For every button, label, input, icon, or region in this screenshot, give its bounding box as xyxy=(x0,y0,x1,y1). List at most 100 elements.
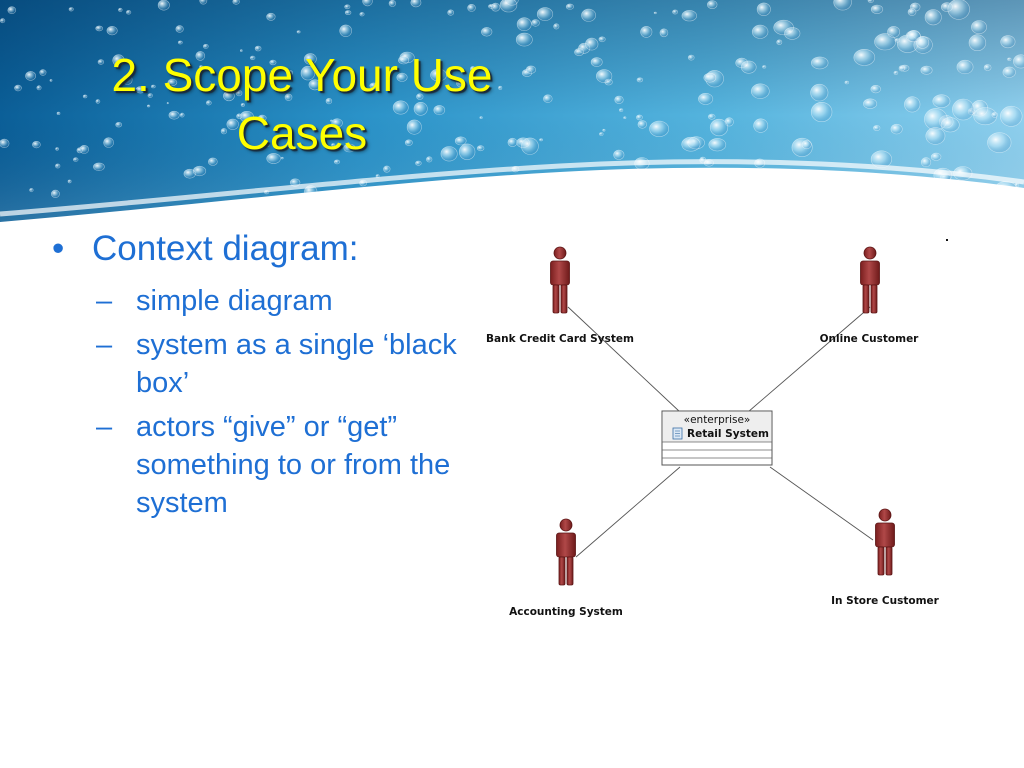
water-bubble xyxy=(581,8,596,22)
water-bubble xyxy=(203,44,209,49)
water-bubble xyxy=(833,0,852,11)
water-bubble xyxy=(499,0,518,13)
actor-label: Accounting System xyxy=(509,606,623,618)
water-bubble xyxy=(681,10,697,22)
water-bubble xyxy=(415,160,422,166)
water-bubble xyxy=(369,82,378,89)
water-bubble xyxy=(383,165,391,173)
water-bubble xyxy=(870,4,884,14)
water-bubble xyxy=(536,7,554,21)
water-bubble xyxy=(249,55,256,61)
actor-online-customer-icon xyxy=(860,246,880,314)
dash-icon: – xyxy=(96,329,113,361)
water-bubble xyxy=(55,147,59,151)
water-bubble xyxy=(49,79,53,82)
water-bubble xyxy=(521,137,539,155)
water-bubble xyxy=(1002,66,1016,78)
water-bubble xyxy=(147,93,153,98)
water-bubble xyxy=(810,56,829,70)
water-bubble xyxy=(810,102,833,123)
water-bubble xyxy=(331,143,336,147)
water-bubble xyxy=(539,138,544,142)
water-bubble xyxy=(870,84,881,94)
water-bubble xyxy=(76,147,83,154)
water-bubble xyxy=(433,105,446,116)
water-bubble xyxy=(907,29,921,43)
water-bubble xyxy=(147,104,151,108)
water-bubble xyxy=(1007,57,1012,61)
water-bubble xyxy=(208,157,218,166)
water-bubble xyxy=(598,36,606,43)
water-bubble xyxy=(784,27,801,40)
water-bubble xyxy=(51,189,60,198)
actor-instore-customer-icon xyxy=(875,508,895,576)
water-bubble xyxy=(118,7,123,12)
water-bubble xyxy=(681,136,701,152)
water-bubble xyxy=(95,99,101,104)
water-bubble xyxy=(844,80,849,85)
water-background-image xyxy=(0,0,1024,230)
water-bubble xyxy=(303,53,317,65)
water-bubble xyxy=(236,113,243,119)
water-bubble xyxy=(103,137,114,148)
water-bubble xyxy=(649,120,670,137)
water-bubble xyxy=(924,9,942,26)
water-bubble xyxy=(595,69,613,83)
water-bubble xyxy=(199,65,203,69)
water-bubble xyxy=(479,116,483,119)
water-bubble xyxy=(930,152,942,161)
water-bubble xyxy=(333,159,341,165)
water-bubble xyxy=(280,156,284,160)
water-bubble xyxy=(284,93,293,102)
water-bubble xyxy=(166,102,169,105)
system-name: Retail System xyxy=(687,428,769,440)
water-bubble xyxy=(687,54,695,61)
association-line xyxy=(567,306,681,413)
water-bubble xyxy=(703,72,717,83)
water-bubble xyxy=(706,0,718,9)
water-bubble xyxy=(25,71,36,81)
water-bubble xyxy=(29,188,34,193)
water-bubble xyxy=(398,56,410,65)
water-bubble xyxy=(956,59,974,75)
water-bubble xyxy=(1000,35,1016,49)
actor-accounting-icon xyxy=(556,518,576,586)
system-box: «enterprise» Retail System xyxy=(661,410,773,466)
water-bubble xyxy=(396,72,408,82)
water-bubble xyxy=(637,120,647,129)
water-bubble xyxy=(240,49,243,52)
water-bubble xyxy=(672,9,678,15)
water-bubble xyxy=(362,0,373,7)
water-bubble xyxy=(344,4,351,10)
water-bubble xyxy=(308,79,322,91)
water-bubble xyxy=(613,149,625,160)
water-bubble xyxy=(68,7,74,12)
water-bubble xyxy=(709,118,729,137)
water-bubble xyxy=(516,17,532,32)
water-bubble xyxy=(932,94,951,108)
water-bubble xyxy=(916,36,930,49)
water-bubble xyxy=(515,32,533,47)
subbullet-item: – actors “give” or “get” something to or… xyxy=(52,408,472,522)
water-bubble xyxy=(898,65,905,72)
water-bubble xyxy=(751,24,769,39)
water-bubble xyxy=(115,121,122,128)
water-bubble xyxy=(97,59,105,65)
actor-bank-icon xyxy=(550,246,570,314)
water-bubble xyxy=(585,37,599,51)
water-bubble xyxy=(95,25,103,32)
header-water-banner xyxy=(0,0,1024,230)
water-bubble xyxy=(175,25,184,33)
water-bubble xyxy=(590,57,603,67)
water-bubble xyxy=(456,78,465,88)
water-bubble xyxy=(776,39,783,45)
water-bubble xyxy=(653,11,657,15)
water-bubble xyxy=(226,118,239,130)
water-bubble xyxy=(157,0,170,11)
component-icon xyxy=(672,427,683,440)
water-bubble xyxy=(336,82,340,85)
water-bubble xyxy=(525,65,537,74)
water-bubble xyxy=(266,153,281,164)
water-bubble xyxy=(14,84,22,92)
water-bubble xyxy=(135,86,146,94)
